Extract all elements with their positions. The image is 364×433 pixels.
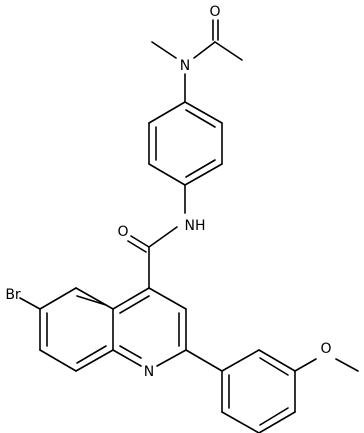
bond-carbonyl-c-methyl: [214, 41, 243, 61]
phenylene-ring: [148, 101, 223, 186]
bromine-label: Br: [5, 287, 21, 303]
benzo-bond-2: [39, 287, 77, 310]
pyr-inner-2: [119, 345, 142, 359]
ring-a-inner-1: [185, 109, 216, 128]
nitrogen-quinoline-label: N: [144, 364, 154, 380]
aryl-bond-4: [258, 411, 296, 433]
benzo-inner-3: [76, 345, 107, 364]
oxygen-acetyl-label: O: [209, 4, 220, 20]
bond-n-methyl: [151, 41, 177, 59]
quinoline-pyridine-ring: [112, 287, 187, 367]
acetyl-group: [151, 19, 243, 103]
pyr-bond-c4-c3: [148, 287, 187, 310]
bond-o-methyl: [335, 358, 359, 372]
pyr-inner-3: [119, 295, 150, 314]
oxygen-methoxy-label: O: [320, 341, 331, 357]
ring-a-bond-1: [184, 101, 223, 124]
bond-c2-aryl: [185, 349, 223, 372]
bond-amide-c-o-2: [127, 240, 147, 253]
benzo-bond-1: [75, 287, 114, 310]
bond-n-carbonyl: [193, 41, 216, 59]
methoxyphenyl-ring: [185, 349, 359, 433]
aryl-bond-2: [258, 349, 296, 372]
bond-amide-c-o-1: [130, 235, 150, 248]
aryl-bond-1: [221, 349, 260, 372]
atom-labels: O N NH O Br N O: [5, 4, 331, 380]
nitrogen-amide-methyl-label: N: [180, 58, 190, 74]
ring-a-bond-6: [148, 101, 186, 124]
aryl-inner-1: [259, 357, 289, 376]
bond-c6-br: [19, 297, 41, 310]
oxygen-carboxamide-label: O: [117, 224, 128, 240]
quinoline-benzo-ring: [19, 287, 114, 372]
amide-linker: [127, 184, 186, 289]
pyr-bond-c2-n: [156, 349, 187, 367]
nh-amide-label: NH: [185, 218, 206, 234]
benzo-bond-5: [75, 349, 114, 372]
ring-a-bond-3: [184, 163, 223, 186]
bond-nh-carbonyl: [148, 226, 178, 248]
aryl-bond-5: [221, 411, 260, 433]
pyr-bond-c4a-c4: [112, 287, 150, 310]
aryl-inner-2: [259, 407, 289, 426]
benzo-bond-4: [39, 349, 77, 372]
ring-a-inner-2: [185, 159, 216, 178]
bond-aryl-o: [294, 358, 317, 372]
pyr-bond-n-c8a: [112, 349, 142, 367]
ring-a-bond-4: [148, 163, 186, 186]
benzo-inner-1: [76, 295, 107, 306]
